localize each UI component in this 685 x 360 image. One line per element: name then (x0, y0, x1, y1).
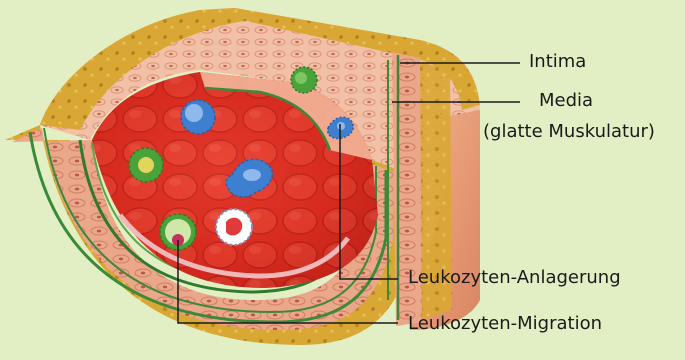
label-leukocyte-migration: Leukozyten-Migration (408, 315, 602, 333)
leukocyte-blue-upper-left (181, 100, 215, 134)
label-leukocyte-adhesion: Leukozyten-Anlagerung (408, 269, 621, 287)
label-media: Media (539, 92, 593, 110)
leukocyte-green-left (129, 148, 163, 182)
label-media-subtitle: (glatte Muskulatur) (483, 123, 655, 141)
leukocyte-green-top (291, 67, 317, 93)
leukocyte-white (216, 209, 252, 245)
label-intima: Intima (529, 53, 586, 71)
